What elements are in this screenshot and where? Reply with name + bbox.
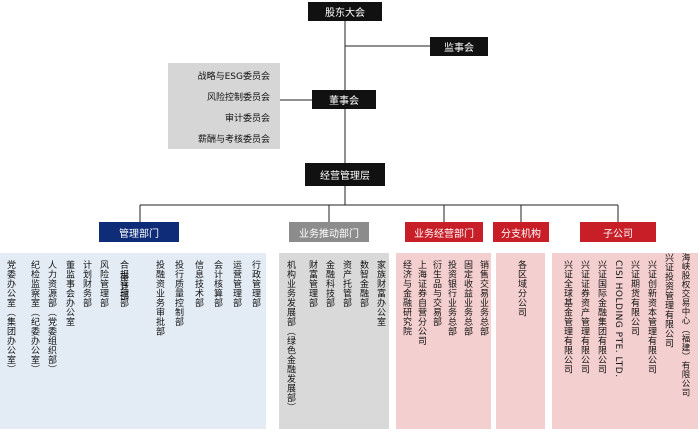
management-depts-panel	[0, 253, 266, 429]
dept-fixed-income: 固定收益业务总部	[461, 260, 472, 336]
dept-line: （绿色金融发展部）	[285, 326, 295, 413]
sub-cisi-holding: CISI HOLDING PTE. LTD.	[612, 260, 623, 378]
shareholders-meeting-node: 股东大会	[308, 2, 382, 21]
subsidiaries-panel	[552, 253, 698, 429]
dept-line: 投融资业务审批部	[154, 260, 164, 336]
dept-line: 兴证证券资产管理有限公司	[579, 260, 589, 374]
dept-line: （党委组织部）	[46, 307, 56, 375]
sub-international: 兴证国际金融集团有限公司	[595, 260, 606, 374]
dept-risk: 风险管理部	[97, 260, 108, 308]
dept-family-office: 家族财富办公室	[374, 260, 385, 327]
dept-line: 各区域分公司	[516, 260, 526, 317]
dept-investment-banking: 投资银行业务总部	[445, 260, 456, 336]
dept-line: 兴证期货有限公司	[629, 260, 639, 336]
dept-line: 数智金融部	[358, 260, 368, 308]
dept-line: 兴证投资管理有限公司	[663, 253, 673, 348]
dept-line: 合规管理部	[118, 260, 128, 308]
dept-line: 固定收益业务总部	[462, 260, 472, 336]
sub-straits-equity-exchange: 海峡股权交易中心（福建）有限公司	[680, 253, 690, 397]
business-promotion-panel	[279, 253, 389, 429]
dept-line: 金融科技部	[324, 260, 334, 308]
dept-line: CISI HOLDING PTE. LTD.	[613, 260, 623, 378]
dept-line: （纪委办公室）	[29, 307, 39, 375]
dept-line: 上海证券自营分公司	[416, 260, 426, 346]
dept-finance: 计划财务部	[80, 260, 91, 308]
dept-administration: 行政管理部	[249, 260, 260, 308]
dept-line: 会计核算部	[212, 260, 222, 308]
dept-line: 人力资源部	[46, 260, 56, 308]
supervisory-board-node: 监事会	[430, 37, 488, 56]
dept-fintech: 金融科技部	[323, 260, 334, 308]
dept-hr: 人力资源部（党委组织部）	[45, 260, 56, 374]
dept-line: 审计部	[118, 272, 128, 301]
dept-line: 投资银行业务总部	[446, 260, 456, 336]
dept-line: 海峡股权交易中心（福建）有限公司	[680, 253, 690, 397]
committee-risk-control: 风险控制委员会	[206, 93, 270, 103]
dept-line: 经济与金融研究院	[401, 260, 411, 336]
dept-line: 纪检监察室	[29, 260, 39, 308]
sub-innovation-capital: 兴证创新资本管理有限公司	[645, 260, 656, 374]
dept-line: 投行质量控制部	[173, 260, 183, 327]
dept-board-office: 董监事会办公室	[63, 260, 74, 327]
category-subsidiaries: 子公司	[580, 222, 656, 242]
dept-it: 信息技术部	[192, 260, 203, 308]
dept-line: 衍生品与交易部	[431, 260, 441, 327]
dept-line: 风险管理部	[98, 260, 108, 308]
business-operation-panel	[396, 253, 491, 429]
dept-compliance: 合规管理部	[117, 260, 128, 308]
committees-box: 战略与ESG委员会 风险控制委员会 审计委员会 薪酬与考核委员会	[168, 63, 280, 149]
category-branches: 分支机构	[493, 222, 549, 242]
sub-futures: 兴证期货有限公司	[628, 260, 639, 336]
category-business-operation: 业务经营部门	[405, 222, 483, 242]
dept-ib-quality: 投行质量控制部	[172, 260, 183, 327]
dept-digital-finance: 数智金融部	[357, 260, 368, 308]
dept-custody: 资产托管部	[340, 260, 351, 308]
committee-audit: 审计委员会	[224, 114, 270, 124]
dept-line: 兴证创新资本管理有限公司	[646, 260, 656, 374]
dept-line: 党委办公室	[5, 260, 15, 308]
dept-line: 计划财务部	[81, 260, 91, 308]
dept-research: 经济与金融研究院	[400, 260, 411, 336]
dept-sales-trading: 销售交易业务总部	[477, 260, 488, 336]
dept-line: （集团办公室）	[5, 307, 15, 375]
sub-investment-management: 兴证投资管理有限公司	[662, 253, 673, 348]
board-node: 董事会	[312, 90, 376, 109]
dept-investment-approval: 投融资业务审批部	[153, 260, 164, 336]
management-node: 经营管理层	[305, 163, 385, 186]
dept-line: 行政管理部	[250, 260, 260, 308]
dept-wealth: 财富管理部	[306, 260, 317, 308]
dept-discipline-office: 纪检监察室（纪委办公室）	[28, 260, 39, 374]
dept-operations: 运营管理部	[230, 260, 241, 308]
dept-shanghai-proprietary: 上海证券自营分公司	[415, 260, 426, 346]
dept-line: 信息技术部	[193, 260, 203, 308]
sub-global-fund: 兴证全球基金管理有限公司	[561, 260, 572, 374]
dept-derivatives: 衍生品与交易部	[430, 260, 441, 327]
dept-line: 兴证全球基金管理有限公司	[562, 260, 572, 374]
category-management-depts: 管理部门	[99, 222, 179, 242]
dept-accounting: 会计核算部	[211, 260, 222, 308]
dept-line: 财富管理部	[307, 260, 317, 308]
dept-party-office: 党委办公室（集团办公室）	[4, 260, 15, 374]
dept-line: 资产托管部	[341, 260, 351, 308]
committee-compensation: 薪酬与考核委员会	[197, 135, 270, 145]
dept-institutional: 机构业务发展部（绿色金融发展部）	[284, 260, 295, 412]
committee-strategy-esg: 战略与ESG委员会	[197, 72, 270, 82]
dept-line: 董监事会办公室	[64, 260, 74, 327]
dept-line: 销售交易业务总部	[478, 260, 488, 336]
dept-line: 家族财富办公室	[375, 260, 385, 327]
sub-asset-management: 兴证证券资产管理有限公司	[578, 260, 589, 374]
dept-audit: 审计部	[117, 272, 128, 301]
branches-panel	[496, 253, 545, 429]
dept-regional-branches: 各区域分公司	[515, 260, 526, 317]
dept-line: 运营管理部	[231, 260, 241, 308]
dept-line: 机构业务发展部	[285, 260, 295, 327]
dept-line: 兴证国际金融集团有限公司	[596, 260, 606, 374]
category-business-promotion: 业务推动部门	[289, 222, 369, 242]
